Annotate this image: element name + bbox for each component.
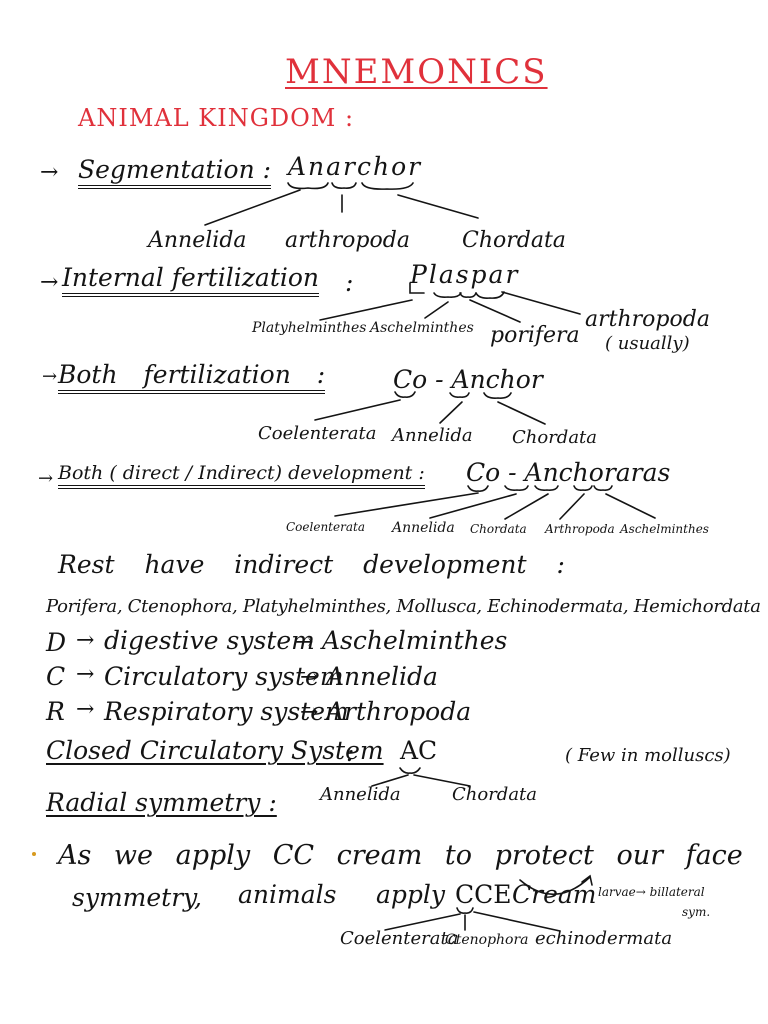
segmentation-label: Segmentation :	[78, 155, 272, 189]
radial-sentence-word: animals	[238, 880, 337, 909]
radial-item: echinodermata	[535, 928, 673, 949]
dcr-arrow-icon: →	[76, 628, 95, 653]
radial-mnemonic: CCE	[455, 880, 512, 909]
dcr-letter: R	[46, 697, 65, 726]
both-development-label: Both ( direct / Indirect) development :	[58, 462, 425, 489]
page-title: MNEMONICS	[285, 52, 548, 92]
both-fertilization-label: Both fertilization :	[58, 360, 326, 394]
internal-fertilization-label: Internal fertilization	[62, 263, 320, 297]
dcr-arrow-icon: →	[76, 662, 95, 687]
radial-sentence-word: symmetry,	[72, 883, 202, 912]
closed-circulatory-mnemonic: AC	[400, 736, 438, 765]
closed-item: Chordata	[452, 784, 538, 805]
dcr-arrow-icon: →	[300, 665, 319, 690]
bullet-arrow-icon: →	[38, 468, 54, 489]
section-heading: ANIMAL KINGDOM :	[78, 104, 355, 132]
bullet-dot	[32, 852, 36, 856]
dcr-phylum: Annelida	[326, 662, 438, 691]
bullet-arrow-icon: →	[40, 160, 59, 185]
internal-item: porifera	[490, 323, 580, 348]
both-development-item: Aschelminthes	[620, 522, 709, 536]
radial-sentence-line: As we apply CC cream to protect our face	[58, 840, 743, 871]
internal-item: arthropoda	[585, 307, 710, 332]
closed-circulatory-label: Closed Circulatory System	[46, 736, 384, 765]
radial-sentence-word: apply	[376, 880, 446, 909]
rest-list: Porifera, Ctenophora, Platyhelminthes, M…	[46, 596, 761, 617]
bullet-arrow-icon: →	[42, 366, 58, 387]
dcr-system: Circulatory system	[104, 662, 344, 691]
dcr-system: Respiratory system	[104, 697, 349, 726]
internal-item: Aschelminthes	[370, 320, 474, 336]
internal-item: Platyhelminthes	[252, 320, 367, 336]
dcr-letter: D	[46, 628, 67, 657]
dcr-arrow-icon: →	[295, 630, 314, 655]
radial-note: sym.	[682, 905, 711, 919]
bullet-arrow-icon: →	[40, 270, 59, 295]
dcr-phylum: Aschelminthes	[322, 626, 508, 655]
dcr-system: digestive system	[104, 626, 315, 655]
both-development-item: Annelida	[392, 520, 455, 536]
both-development-item: Chordata	[470, 522, 527, 536]
dcr-phylum: Arthropoda	[326, 697, 472, 726]
radial-sentence-word: Cream	[512, 880, 597, 909]
dcr-letter: C	[46, 662, 66, 691]
segmentation-item: arthropoda	[285, 228, 410, 253]
rest-heading: Rest have indirect development :	[58, 550, 565, 579]
both-development-item: Coelenterata	[286, 520, 365, 534]
internal-note: ( usually)	[605, 333, 690, 354]
both-development-mnemonic: Co - Anchoraras	[466, 458, 671, 487]
radial-item: Ctenophora	[445, 932, 529, 948]
radial-symmetry-label: Radial symmetry :	[46, 788, 277, 817]
dcr-arrow-icon: →	[76, 697, 95, 722]
closed-colon: :	[346, 738, 355, 767]
segmentation-mnemonic: Anarchor	[288, 152, 423, 181]
radial-note: larvae→ billateral	[598, 885, 705, 899]
both-development-item: Arthropoda	[545, 522, 615, 536]
segmentation-item: Annelida	[148, 228, 247, 253]
closed-note: ( Few in molluscs)	[565, 745, 731, 766]
radial-item: Coelenterata	[340, 928, 459, 949]
closed-item: Annelida	[320, 784, 401, 805]
both-fertilization-mnemonic: Co - Anchor	[393, 365, 543, 394]
both-fertilization-item: Chordata	[512, 427, 598, 448]
both-fertilization-item: Coelenterata	[258, 423, 377, 444]
segmentation-item: Chordata	[462, 228, 566, 253]
both-fertilization-item: Annelida	[392, 425, 473, 446]
dcr-arrow-icon: →	[300, 700, 319, 725]
internal-colon: :	[345, 268, 354, 297]
internal-fertilization-mnemonic: Plaspar	[410, 260, 520, 289]
